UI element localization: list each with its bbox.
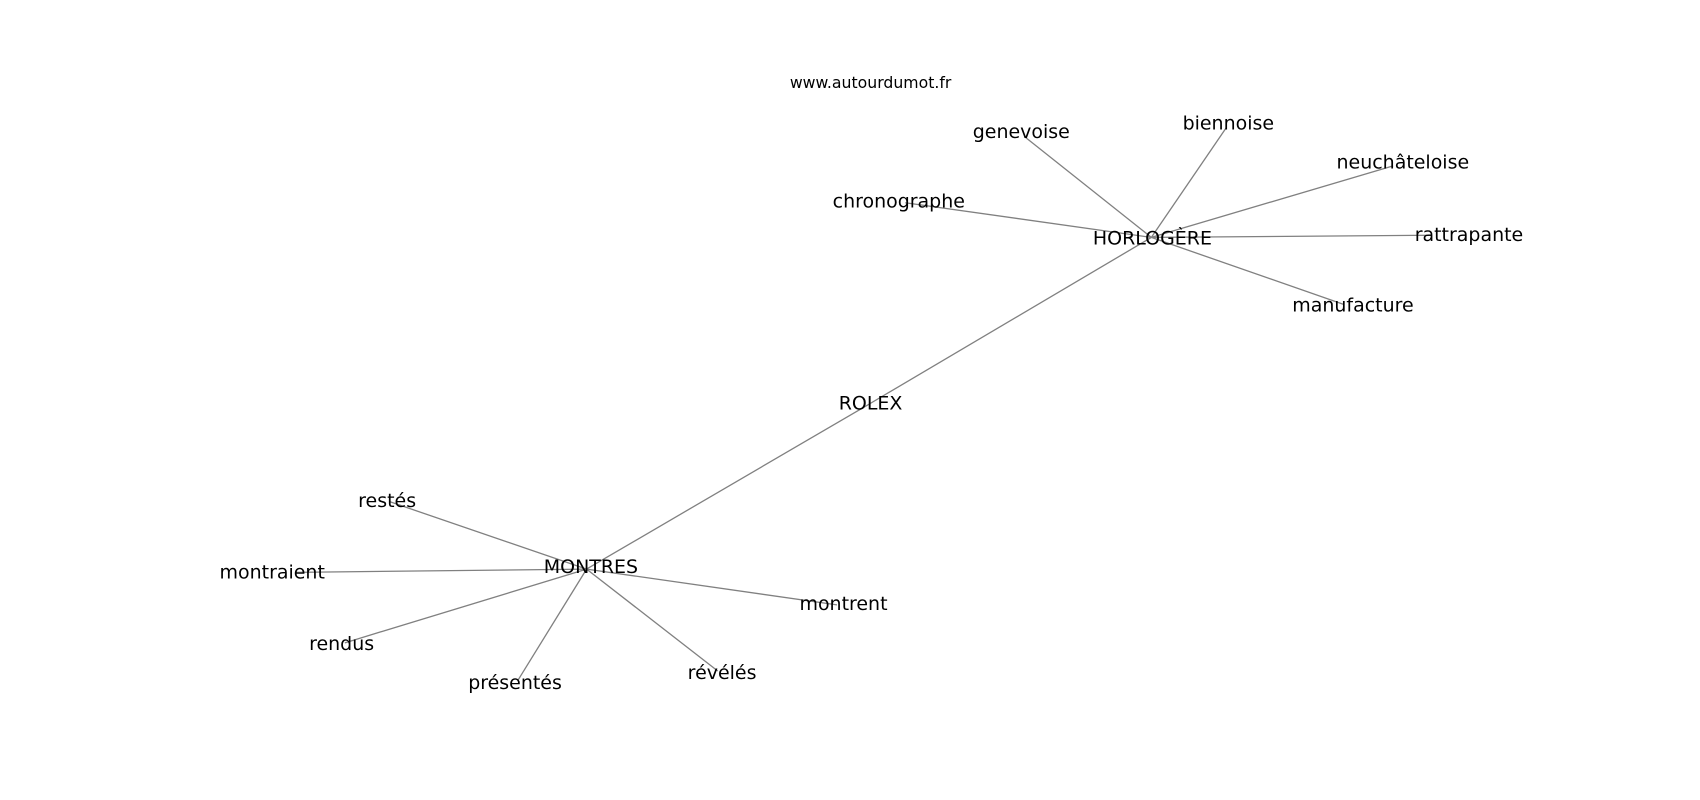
edge-HORLOGERE-neuchateloise <box>1151 165 1394 239</box>
node-neuchateloise: neuchâteloise <box>1337 152 1470 174</box>
node-reveles: révélés <box>688 662 757 684</box>
edge-MONTRES-rendus <box>344 568 587 644</box>
node-biennoise: biennoise <box>1183 113 1274 135</box>
edge-MONTRES-reveles <box>586 568 719 672</box>
edge-HORLOGERE-rattrapante <box>1151 234 1432 239</box>
edge-MONTRES-restes <box>390 501 587 570</box>
edge-MONTRES-montraient <box>294 568 587 574</box>
edge-MONTRES-montrent <box>586 568 838 606</box>
edge-HORLOGERE-chronographe <box>905 202 1152 239</box>
edge-MONTRES-presentes <box>517 568 588 681</box>
edge-HORLOGERE-manufacture <box>1151 236 1345 306</box>
node-HORLOGERE: HORLOGÈRE <box>1093 226 1212 249</box>
node-rattrapante: rattrapante <box>1415 224 1524 246</box>
edge-ROLEX-HORLOGERE <box>870 236 1152 404</box>
edge-HORLOGERE-biennoise <box>1150 127 1227 238</box>
edges <box>294 127 1432 681</box>
node-montrent: montrent <box>799 593 887 615</box>
node-montraient: montraient <box>220 561 325 583</box>
edge-ROLEX-MONTRES <box>586 402 871 570</box>
watermark-text: www.autourdumot.fr <box>790 73 952 92</box>
node-presentes: présentés <box>468 672 562 694</box>
node-ROLEX: ROLEX <box>839 392 903 414</box>
node-chronographe: chronographe <box>833 191 965 213</box>
edge-HORLOGERE-genevoise <box>1024 136 1152 238</box>
node-rendus: rendus <box>309 633 374 655</box>
node-manufacture: manufacture <box>1292 295 1413 317</box>
node-restes: restés <box>358 490 416 512</box>
node-genevoise: genevoise <box>973 121 1070 143</box>
nodes: ROLEX HORLOGÈRE MONTRES genevoise biennoise n… <box>220 113 1524 694</box>
node-MONTRES: MONTRES <box>544 556 638 578</box>
